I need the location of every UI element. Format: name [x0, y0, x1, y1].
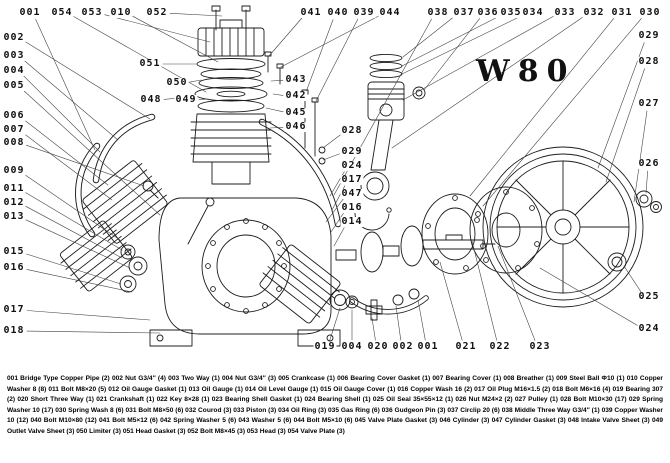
part-entry-013: 013 Oil Gauge (1) — [188, 385, 245, 393]
part-entry-015: 015 Oil Gauge Cover (1) — [320, 385, 398, 393]
bearing — [329, 289, 351, 311]
part-entry-033: 033 Piston (3) — [233, 406, 279, 414]
part-entry-020: 020 Short Three Way (1) — [17, 396, 97, 404]
oil-gauge-parts — [119, 180, 215, 293]
part-entry-021: 021 Crankshaft (1) — [96, 396, 157, 404]
model-label: W80 — [476, 54, 576, 89]
part-entry-043: 043 Washer 5 (6) — [238, 417, 294, 425]
part-entry-027: 027 Pulley (1) — [514, 396, 561, 404]
part-entry-029: 029 Spring Washer 10 (17) — [7, 396, 664, 414]
cylinder-head-stack — [194, 5, 268, 113]
crankcase — [149, 197, 341, 347]
part-entry-005: 005 Crankcase (1) — [278, 375, 338, 382]
parts-list: 001 Bridge Type Copper Pipe (2) 002 Nut … — [7, 374, 663, 438]
part-entry-035: 035 Gas Ring (6) — [328, 406, 382, 414]
part-entry-034: 034 Oil Ring (3) — [278, 406, 329, 414]
part-entry-014: 014 Oil Level Gauge (1) — [244, 385, 321, 393]
part-entry-019: 019 Bearing 307 (2) — [7, 385, 663, 404]
part-entry-010: 010 Copper Washer 8 (8) — [7, 375, 663, 393]
part-entry-007: 007 Bearing Cover (1) — [432, 375, 504, 382]
part-entry-051: 051 Head Gasket (3) — [122, 427, 188, 435]
leader-lines — [23, 13, 649, 341]
part-entry-031: 031 Bolt M8×50 (6) — [125, 406, 186, 414]
part-entry-047: 047 Cylinder Gasket (3) — [491, 417, 568, 425]
part-entry-053: 053 Head (3) — [246, 427, 288, 435]
part-entry-036: 036 Gudgeon Pin (3) — [381, 406, 448, 414]
copper-pipes — [75, 113, 342, 238]
part-entry-028: 028 Bolt M10×30 (17) — [560, 396, 629, 404]
part-entry-026: 026 Nut M24×2 (2) — [455, 396, 515, 404]
part-entry-046: 046 Cylinder (3) — [439, 417, 492, 425]
center-cylinder — [190, 113, 272, 185]
part-entry-001: 001 Bridge Type Copper Pipe (2) — [7, 375, 112, 382]
part-entry-042: 042 Spring Washer 5 (6) — [160, 417, 239, 425]
part-entry-009: 009 Steel Ball Φ10 (1) — [556, 375, 627, 382]
part-entry-004: 004 Nut G3/4″ (3) — [221, 375, 279, 382]
part-entry-024: 024 Bearing Shell (1) — [304, 396, 373, 404]
part-entry-023: 023 Bearing Shell Gasket (1) — [211, 396, 305, 404]
part-entry-030: 030 Spring Wash 8 (6) — [55, 406, 126, 414]
part-entry-003: 003 Two Way (1) — [168, 375, 222, 382]
part-entry-049: 049 Outlet Valve Sheet (3) — [7, 417, 663, 435]
part-entry-050: 050 Limiter (3) — [76, 427, 123, 435]
part-entry-016: 016 Copper Wash 16 (2) — [397, 385, 475, 393]
part-entry-018: 018 Bolt M6×16 (4) — [552, 385, 613, 393]
part-entry-044: 044 Bolt M5×10 (6) — [293, 417, 355, 425]
part-entry-040: 040 Bolt M10×80 (12) — [30, 417, 99, 425]
left-cylinder-bank — [59, 160, 168, 292]
part-entry-006: 006 Bearing Cover Gasket (1) — [337, 375, 433, 382]
part-entry-054: 054 Valve Plate (3) — [287, 427, 345, 435]
part-entry-011: 011 Bolt M8×20 (5) — [48, 385, 109, 393]
part-entry-045: 045 Valve Plate Gasket (3) — [354, 417, 440, 425]
bottom-fittings — [345, 288, 429, 321]
part-entry-048: 048 Intake Valve Sheet (3) — [567, 417, 652, 425]
bearing-cover-plates — [421, 186, 543, 275]
nut-and-seal — [607, 190, 662, 272]
piston-assembly — [354, 53, 426, 231]
part-entry-022: 022 Key 8×28 (1) — [156, 396, 212, 404]
part-entry-037: 037 Circlip 20 (6) — [447, 406, 502, 414]
part-entry-038: 038 Middle Three Way G3/4″ (1) — [501, 406, 602, 414]
part-entry-041: 041 Bolt M5×12 (6) — [98, 417, 161, 425]
part-entry-008: 008 Breather (1) — [503, 375, 557, 382]
part-entry-002: 002 Nut G3/4″ (4) — [111, 375, 169, 382]
part-entry-017: 017 Oil Plug M16×1.5 (2) — [474, 385, 553, 393]
flywheel-pulley — [482, 146, 644, 308]
part-entry-039: 039 Copper Washer 10 (12) — [7, 406, 663, 425]
part-entry-012: 012 Oil Gauge Gasket (1) — [108, 385, 189, 393]
part-entry-052: 052 Bolt M8×45 (3) — [187, 427, 247, 435]
part-entry-032: 032 Courod (3) — [185, 406, 234, 414]
part-entry-025: 025 Oil Seal 35×55×12 (1) — [372, 396, 456, 404]
